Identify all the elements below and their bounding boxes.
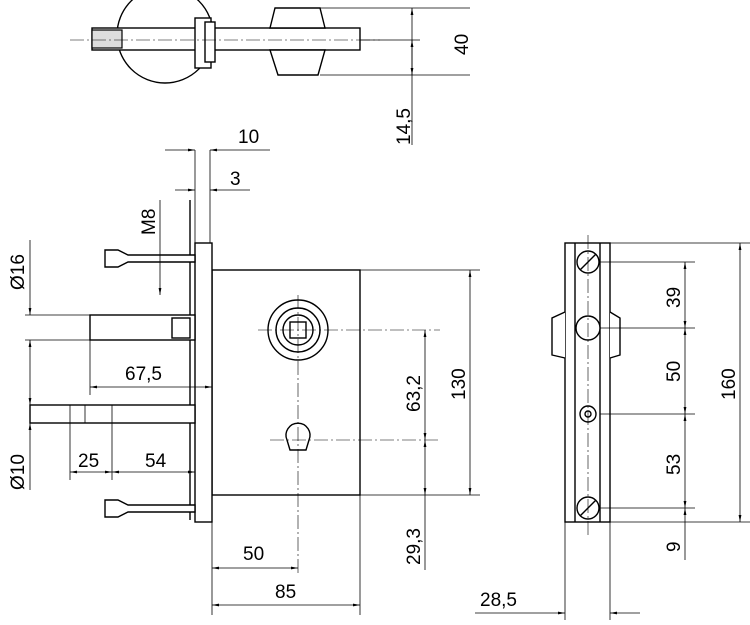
dim-54: 54 (145, 451, 167, 472)
dim-63-2: 63,2 (404, 375, 425, 412)
front-view: 10 3 M8 Ø16 67,5 Ø10 25 54 (8, 127, 480, 615)
dim-dia-10: Ø10 (8, 454, 29, 490)
dim-39: 39 (664, 287, 685, 308)
dim-28-5: 28,5 (480, 590, 517, 611)
dim-3: 3 (230, 169, 241, 190)
dim-29-3: 29,3 (404, 528, 425, 565)
dim-9: 9 (664, 541, 685, 552)
dim-85: 85 (275, 582, 296, 603)
dim-40: 40 (452, 34, 473, 55)
dim-m8: M8 (139, 209, 160, 235)
dim-25: 25 (78, 451, 99, 472)
dim-50-backset: 50 (243, 544, 264, 565)
dim-50-side: 50 (664, 361, 685, 382)
dim-130: 130 (449, 368, 470, 400)
dim-67-5: 67,5 (125, 364, 162, 385)
dim-dia-16: Ø16 (8, 254, 29, 290)
dim-14-5: 14,5 (394, 108, 415, 145)
dim-53: 53 (664, 454, 685, 475)
dim-160: 160 (719, 368, 740, 400)
side-view: 39 50 53 9 160 28,5 (475, 235, 750, 620)
top-view: 40 14,5 (70, 0, 473, 145)
dim-10: 10 (238, 127, 259, 148)
